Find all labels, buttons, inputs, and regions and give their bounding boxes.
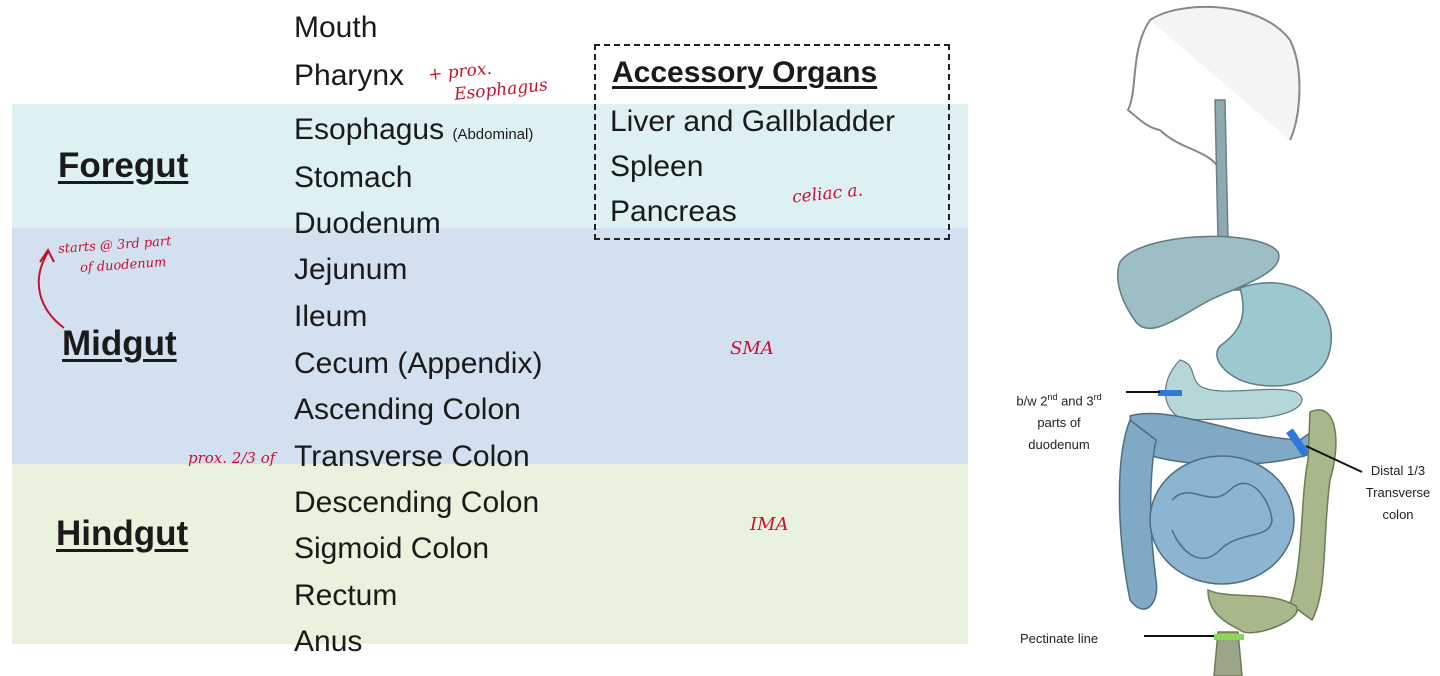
duodenum-fig-label: b/w 2nd and 3rd parts of duodenum xyxy=(994,386,1124,456)
hindgut-band xyxy=(12,464,968,644)
organ-esophagus: Esophagus (Abdominal) xyxy=(294,112,533,153)
accessory-item-liver: Liver and Gallbladder xyxy=(610,105,896,138)
accessory-item-pancreas: Pancreas xyxy=(610,195,737,228)
accessory-organs-title: Accessory Organs xyxy=(612,56,878,89)
organ-anus: Anus xyxy=(294,625,363,658)
organ-mouth: Mouth xyxy=(294,11,378,44)
duodenum-fig-label-line1: b/w 2nd and 3rd xyxy=(1016,392,1102,409)
organ-stomach: Stomach xyxy=(294,161,413,194)
organ-ileum: Ileum xyxy=(294,300,368,333)
accessory-organs-box xyxy=(594,44,950,240)
organ-descending-colon: Descending Colon xyxy=(294,486,540,519)
organ-esophagus-label: Esophagus xyxy=(294,113,445,146)
organ-transverse-colon: Transverse Colon xyxy=(294,440,530,473)
organ-sigmoid-colon: Sigmoid Colon xyxy=(294,532,490,565)
organ-pharynx: Pharynx xyxy=(294,59,405,92)
distal-transverse-fig-label: Distal 1/3 Transverse colon xyxy=(1356,460,1440,526)
accessory-item-spleen: Spleen xyxy=(610,150,704,183)
distal-fig-label-line3: colon xyxy=(1382,507,1414,522)
distal-fig-label-line2: Transverse xyxy=(1365,485,1431,500)
organ-cecum: Cecum (Appendix) xyxy=(294,347,543,380)
hindgut-label: Hindgut xyxy=(56,514,189,553)
organ-esophagus-note: (Abdominal) xyxy=(452,126,534,143)
foregut-band xyxy=(12,104,968,228)
organ-ascending-colon: Ascending Colon xyxy=(294,393,521,426)
transverse-note: prox. 2/3 of xyxy=(188,449,276,467)
midgut-label: Midgut xyxy=(62,324,177,363)
duodenum-fig-label-line3: duodenum xyxy=(1028,437,1090,453)
distal-fig-label-line1: Distal 1/3 xyxy=(1370,463,1426,478)
sma-note: SMA xyxy=(730,338,774,359)
foregut-label: Foregut xyxy=(58,146,189,185)
midgut-arrow xyxy=(37,248,65,329)
organ-jejunum: Jejunum xyxy=(294,253,408,286)
digestive-tract-illustration xyxy=(1117,5,1363,676)
duodenum-fig-label-line2: parts of xyxy=(1037,415,1081,431)
ima-note: IMA xyxy=(750,514,789,535)
midgut-band xyxy=(12,228,968,464)
organ-rectum: Rectum xyxy=(294,579,398,612)
organ-duodenum: Duodenum xyxy=(294,207,441,240)
pectinate-fig-label: Pectinate line xyxy=(1020,631,1099,646)
